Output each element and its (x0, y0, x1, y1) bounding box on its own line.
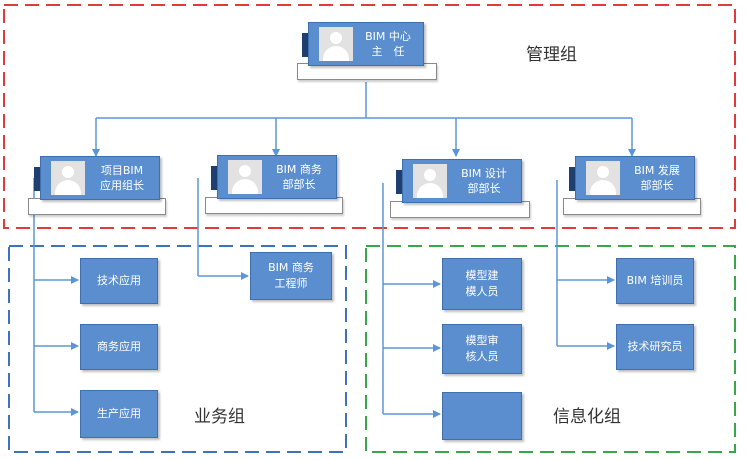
role-label-line1: 模型审 (465, 334, 499, 347)
role-box-tech-researcher: 技术研究员 (616, 324, 694, 370)
role-label: 技术研究员 (627, 340, 683, 353)
person-silhouette-icon (413, 164, 447, 198)
manager-title-line2: 部部长 (282, 178, 316, 191)
manager-card-tip (569, 167, 575, 191)
role-label-line2: 模人员 (465, 285, 499, 298)
role-box-tech-application: 技术应用 (80, 258, 158, 304)
manager-card-shelf (205, 197, 343, 214)
person-silhouette-icon (228, 160, 262, 194)
manager-card-tip (211, 166, 217, 190)
manager-card-bim-design: BIM 设计 部部长 (402, 159, 522, 203)
role-label-line1: BIM 商务 (268, 261, 314, 274)
manager-title-line1: BIM 发展 (634, 164, 680, 177)
informatization-group-label: 信息化组 (553, 407, 621, 427)
role-label: 技术应用 (97, 274, 141, 287)
manager-card-tip (34, 167, 40, 191)
manager-card-bim-development: BIM 发展 部部长 (575, 156, 695, 200)
manager-card-project-bim: 项目BIM 应用组长 (40, 156, 160, 200)
role-box-commerce-application: 商务应用 (80, 324, 158, 370)
informatization-group-frame (365, 245, 736, 453)
role-box-bim-business-engineer: BIM 商务 工程师 (250, 252, 332, 300)
head-card: BIM 中心 主 任 (308, 22, 424, 66)
role-label-line1: 模型建 (465, 269, 499, 282)
role-label: 商务应用 (97, 340, 141, 353)
person-silhouette-icon (51, 161, 85, 195)
manager-title-line2: 部部长 (640, 179, 674, 192)
management-group-frame (3, 4, 736, 229)
manager-card-shelf (28, 198, 166, 215)
head-title-line1: BIM 中心 (365, 30, 411, 43)
manager-card-tip (396, 170, 402, 194)
manager-title-line1: BIM 设计 (461, 167, 507, 180)
role-box-empty (442, 392, 522, 440)
role-label: BIM 培训员 (626, 274, 684, 287)
head-card-tip (302, 33, 308, 57)
role-box-bim-trainer: BIM 培训员 (616, 258, 694, 304)
business-group-frame (8, 245, 347, 453)
business-group-label: 业务组 (194, 407, 245, 427)
manager-title-line1: BIM 商务 (276, 163, 322, 176)
role-label-line2: 工程师 (274, 277, 308, 290)
role-label-line2: 核人员 (465, 350, 499, 363)
manager-title-line1: 项目BIM (100, 164, 144, 177)
role-box-model-builder: 模型建 模人员 (442, 258, 522, 310)
manager-card-bim-business: BIM 商务 部部长 (217, 155, 337, 199)
role-label: 生产应用 (97, 407, 141, 420)
role-box-production-application: 生产应用 (80, 390, 158, 438)
person-silhouette-icon (319, 27, 353, 61)
person-silhouette-icon (586, 161, 620, 195)
manager-title-line2: 部部长 (467, 182, 501, 195)
manager-card-shelf (390, 201, 530, 218)
manager-title-line2: 应用组长 (100, 179, 144, 192)
head-title-line2: 主 任 (371, 45, 405, 58)
manager-card-shelf (563, 198, 701, 215)
role-box-model-reviewer: 模型审 核人员 (442, 324, 522, 374)
management-group-label: 管理组 (526, 45, 577, 65)
